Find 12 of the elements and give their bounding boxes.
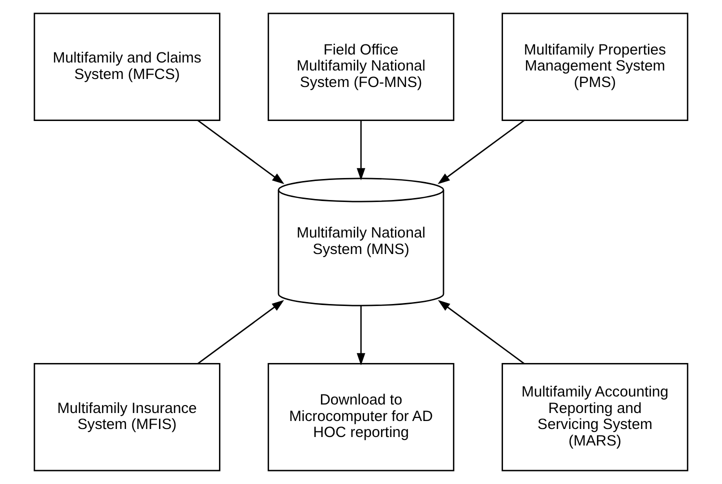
arrow [438,120,525,184]
arrow [438,300,524,364]
arrow [356,120,366,180]
node-box: Field Office Multifamily National System (FO-MNS) [268,12,454,121]
node-box: Multifamily Insurance System (MFIS) [34,363,220,472]
node-box: Multifamily Properties Management System (PMS) [502,12,688,121]
arrow [197,120,284,184]
node-box: Multifamily and Claims System (MFCS) [34,12,220,121]
node-box: Download to Microcomputer for AD HOC reporting [268,363,454,472]
node-box: Multifamily Accounting Reporting and Servicing System (MARS) [502,363,688,472]
arrow [356,306,366,366]
arrow [198,300,284,364]
